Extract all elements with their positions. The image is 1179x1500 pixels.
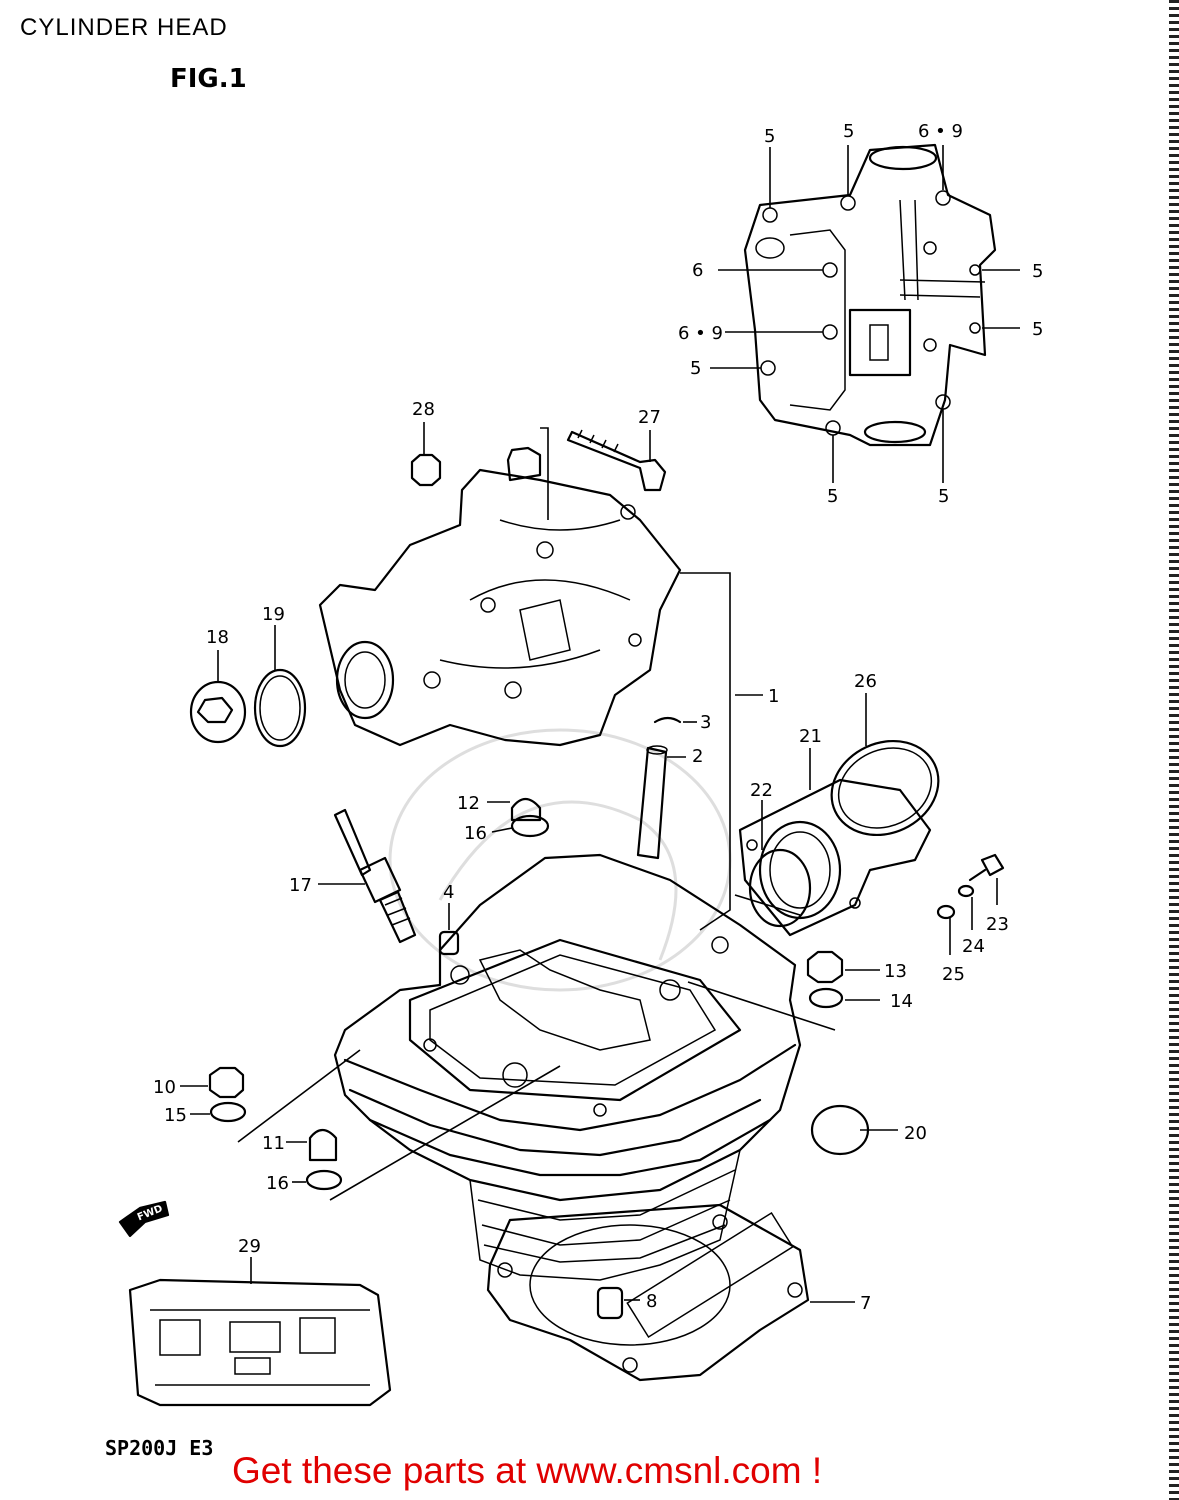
callout-label: 18 (206, 627, 229, 648)
dowel-4-part (438, 903, 460, 956)
callout-label: 29 (238, 1236, 261, 1257)
callout-label: 16 (464, 823, 487, 844)
callout-label: 15 (164, 1105, 187, 1126)
plug-20-part (810, 1104, 898, 1156)
callout-label: 3 (700, 712, 711, 733)
cam-housing-part (318, 468, 682, 747)
plug-12-part (487, 446, 550, 838)
callout-label: 20 (904, 1123, 927, 1144)
nut-28-part (410, 422, 442, 487)
callout-label: 1 (768, 686, 779, 707)
scan-edge-strip (1169, 0, 1179, 1500)
head-cover-leaders (710, 145, 1020, 483)
callout-label: 14 (890, 991, 913, 1012)
callout-label: 4 (443, 882, 454, 903)
callout-label: 5 (827, 486, 838, 507)
model-code: SP200J E3 (105, 1436, 214, 1460)
callout-label: 17 (289, 875, 312, 896)
callout-label: 6 (692, 260, 703, 281)
callout-label: 6 • 9 (678, 323, 723, 344)
bolt-27-part (566, 429, 667, 492)
callout-label: 5 (1032, 319, 1043, 340)
callout-label: 13 (884, 961, 907, 982)
page-title: CYLINDER HEAD (20, 14, 228, 41)
gasket-set-29-part (128, 1257, 392, 1407)
nut-10-part (180, 1066, 245, 1099)
fwd-arrow-icon: FWD (118, 1200, 170, 1238)
callout-label: 22 (750, 780, 773, 801)
valve-guide-2-part (636, 745, 686, 860)
cap-18-part (189, 650, 247, 744)
washer-25-part (936, 904, 956, 955)
washer-15-part (190, 1101, 247, 1123)
o-ring-22-part (748, 748, 812, 928)
callout-label: 26 (854, 671, 877, 692)
washer-14-part (808, 987, 880, 1009)
callout-label: 7 (860, 1293, 871, 1314)
callout-label: 19 (262, 604, 285, 625)
washer-16b-part (292, 1169, 343, 1191)
callout-label: 12 (457, 793, 480, 814)
callout-label: 11 (262, 1133, 285, 1154)
figure-label: FIG.1 (170, 64, 247, 94)
cylinder-head-part (333, 853, 802, 1281)
plug-11-part (286, 1128, 338, 1162)
callout-label: 27 (638, 407, 661, 428)
nut-13-part (806, 950, 880, 984)
callout-label: 10 (153, 1077, 176, 1098)
callout-label: 6 • 9 (918, 121, 963, 142)
callout-label: 25 (942, 964, 965, 985)
callout-label: 5 (764, 126, 775, 147)
callout-label: 5 (843, 121, 854, 142)
callout-label: 2 (692, 746, 703, 767)
callout-label: 5 (938, 486, 949, 507)
callout-label: 23 (986, 914, 1009, 935)
dowel-8-part (596, 1286, 640, 1320)
intake-pipe-21-part (738, 778, 932, 937)
callout-label: 16 (266, 1173, 289, 1194)
clamp-26-part (830, 693, 940, 837)
o-ring-19-part (253, 625, 307, 748)
callout-label: 5 (1032, 261, 1043, 282)
head-cover-part (743, 143, 997, 447)
footer-link[interactable]: Get these parts at www.cmsnl.com ! (232, 1450, 823, 1491)
callout-label: 21 (799, 726, 822, 747)
callout-label: 28 (412, 399, 435, 420)
screw-23-part (968, 853, 1005, 905)
callout-label: 24 (962, 936, 985, 957)
cylinder-head-leaders (237, 894, 836, 1201)
clip-3-part (653, 716, 697, 724)
spark-plug-17-part (318, 808, 417, 944)
callout-label: 5 (690, 358, 701, 379)
washer-24-part (957, 884, 975, 930)
cam-housing-leaders (540, 427, 763, 931)
gasket-7-part (486, 1203, 855, 1382)
callout-label: 8 (646, 1291, 657, 1312)
callout-labels: 1 2 3 4 5 5 6 • 9 6 5 6 • 9 5 5 5 5 7 8 … (153, 121, 1043, 1314)
